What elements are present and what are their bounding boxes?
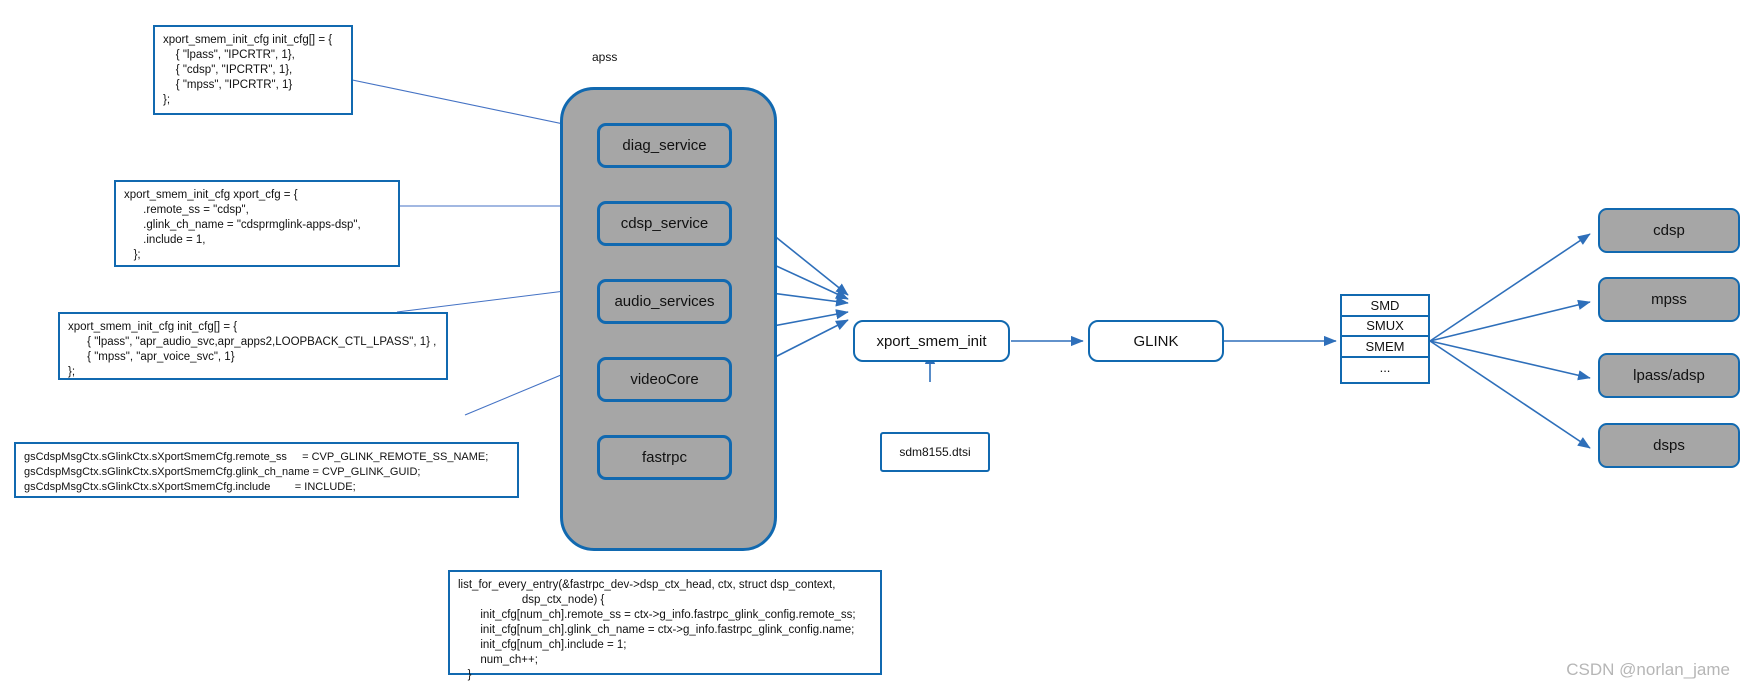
target-lpass-adsp[interactable]: lpass/adsp — [1598, 353, 1740, 398]
apss-label: apss — [592, 50, 618, 64]
service-videoCore[interactable]: videoCore — [597, 357, 732, 402]
transport-stack: SMD SMUX SMEM ... — [1340, 294, 1430, 384]
node-dtsi[interactable]: sdm8155.dtsi — [880, 432, 990, 472]
service-audio_services[interactable]: audio_services — [597, 279, 732, 324]
service-diag_service[interactable]: diag_service — [597, 123, 732, 168]
edge-stack-to-mpss — [1429, 299, 1591, 342]
node-glink[interactable]: GLINK — [1088, 320, 1224, 362]
annotation-audio-cfg: xport_smem_init_cfg init_cfg[] = { { "lp… — [58, 312, 448, 380]
node-xport-smem-init[interactable]: xport_smem_init — [853, 320, 1010, 362]
annotation-video-cfg: gsCdspMsgCtx.sGlinkCtx.sXportSmemCfg.rem… — [14, 442, 519, 498]
annotation-fastrpc-cfg: list_for_every_entry(&fastrpc_dev->dsp_c… — [448, 570, 882, 681]
edge-stack-to-lpass — [1429, 340, 1591, 381]
watermark: CSDN @norlan_jame — [1566, 660, 1730, 679]
stack-row-smux[interactable]: SMUX — [1342, 317, 1428, 337]
stack-row-smem[interactable]: SMEM — [1342, 337, 1428, 358]
target-cdsp[interactable]: cdsp — [1598, 208, 1740, 253]
stack-row-smd[interactable]: SMD — [1342, 296, 1428, 317]
target-mpss[interactable]: mpss — [1598, 277, 1740, 322]
annotation-cdsp-cfg: xport_smem_init_cfg xport_cfg = { .remot… — [114, 180, 400, 267]
annotation-diag-cfg: xport_smem_init_cfg init_cfg[] = { { "lp… — [153, 25, 353, 115]
service-fastrpc[interactable]: fastrpc — [597, 435, 732, 480]
target-dsps[interactable]: dsps — [1598, 423, 1740, 468]
leader-diag — [313, 71, 598, 132]
edge-stack-to-cdsp — [1429, 233, 1591, 342]
stack-row-more[interactable]: ... — [1379, 360, 1391, 376]
service-cdsp_service[interactable]: cdsp_service — [597, 201, 732, 246]
edge-stack-to-dsps — [1429, 340, 1591, 449]
